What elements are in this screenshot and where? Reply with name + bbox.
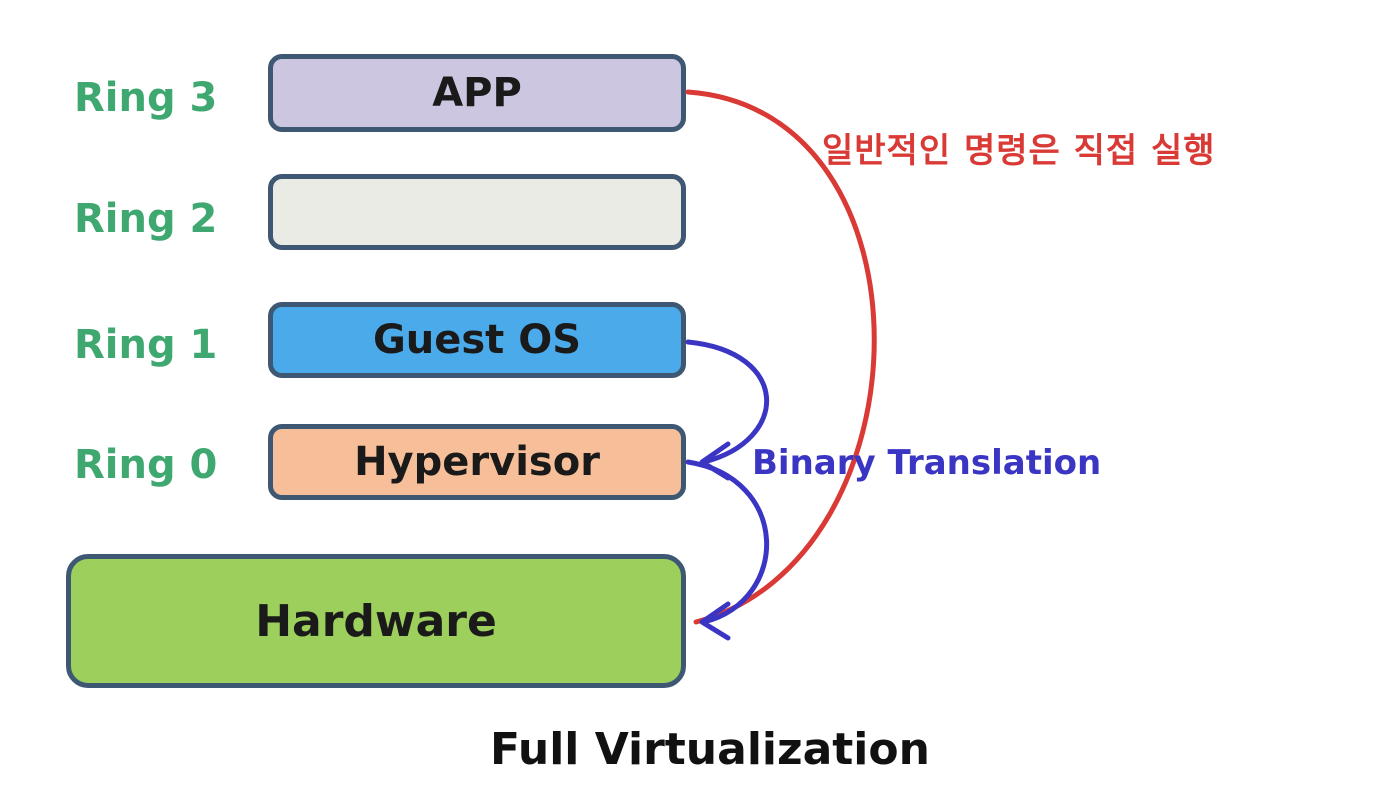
hardware-layer-box: Hardware — [66, 554, 686, 688]
ring-2-label: Ring 2 — [74, 196, 218, 242]
hypervisor-layer-label: Hypervisor — [354, 439, 600, 485]
hypervisor-layer-box: Hypervisor — [268, 424, 686, 500]
guest-os-layer-box: Guest OS — [268, 302, 686, 378]
hypervisor-to-hardware-arrow — [685, 459, 769, 625]
ring-2-layer-box — [268, 174, 686, 250]
app-layer-label: APP — [432, 70, 522, 116]
diagram-caption: Full Virtualization — [490, 724, 930, 775]
guest-to-hypervisor-arrow — [685, 339, 770, 465]
direct-execution-annotation: 일반적인 명령은 직접 실행 — [822, 131, 1216, 171]
ring-0-label: Ring 0 — [74, 442, 218, 488]
hardware-layer-label: Hardware — [255, 595, 497, 647]
direct-execution-arrow — [685, 89, 877, 625]
app-layer-box: APP — [268, 54, 686, 132]
ring-1-label: Ring 1 — [74, 322, 218, 368]
guest-os-layer-label: Guest OS — [372, 317, 582, 363]
ring-3-label: Ring 3 — [74, 75, 218, 121]
hypervisor-to-hardware-arrowhead — [699, 601, 731, 641]
binary-translation-annotation: Binary Translation — [752, 443, 1102, 483]
